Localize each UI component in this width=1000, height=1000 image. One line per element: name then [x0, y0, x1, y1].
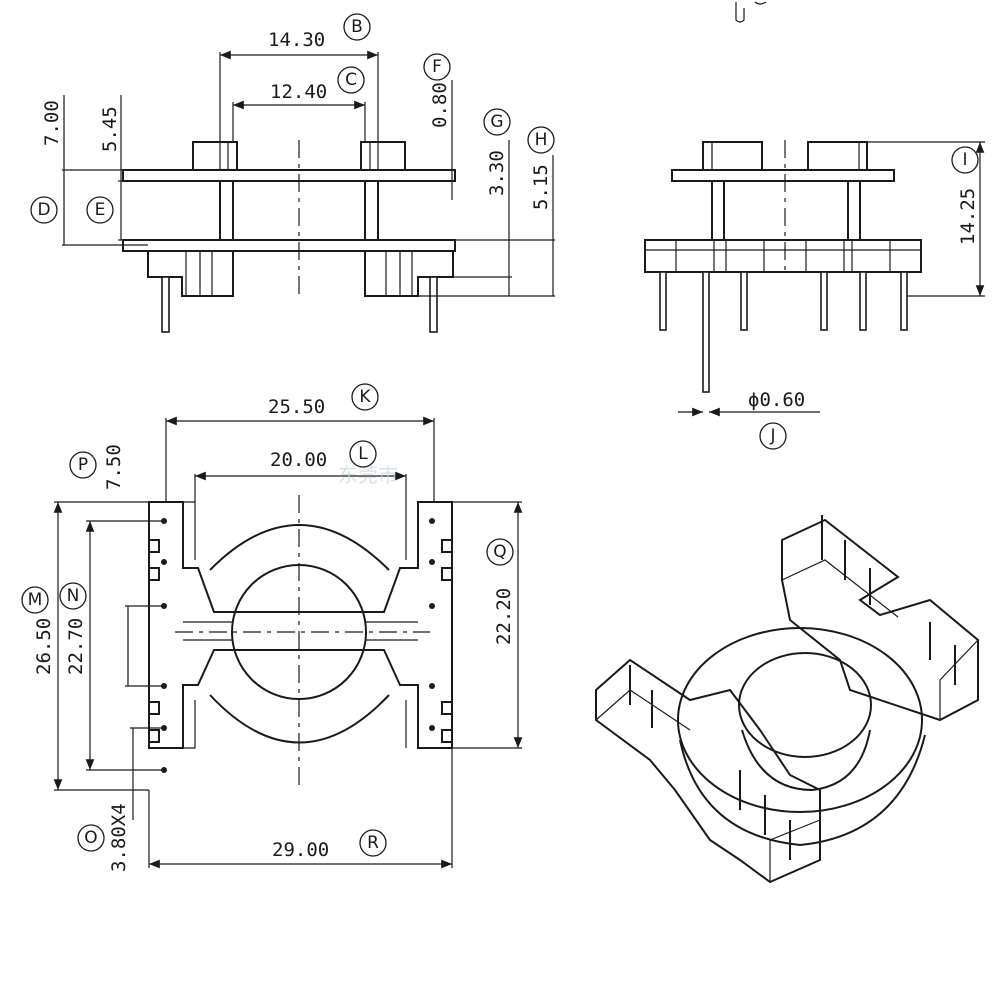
callout-o: O: [77, 824, 105, 852]
callout-c: C: [337, 66, 365, 94]
callout-m: M: [21, 586, 49, 614]
dim-k-value: 25.50: [268, 396, 325, 418]
callout-e: E: [86, 196, 114, 224]
callout-b-letter: B: [351, 17, 363, 37]
callout-d: D: [30, 196, 58, 224]
callout-i-letter: I: [962, 150, 967, 170]
callout-e-letter: E: [95, 200, 106, 220]
callout-j: J: [759, 422, 787, 450]
callout-n-letter: N: [67, 586, 80, 606]
callout-m-letter: M: [28, 590, 43, 610]
front-view: [62, 50, 555, 333]
callout-g: G: [483, 108, 511, 136]
dim-n-value: 22.70: [65, 618, 87, 675]
dim-h-value: 5.15: [530, 164, 552, 210]
callout-i: I: [951, 146, 979, 174]
dim-o-value: 3.80X4: [108, 803, 130, 872]
isometric-view: [595, 515, 979, 884]
callout-l: L: [349, 440, 377, 468]
dim-r-value: 29.00: [272, 839, 329, 861]
callout-k-letter: K: [359, 387, 371, 407]
callout-k: K: [351, 383, 379, 411]
callout-r-letter: R: [367, 833, 379, 853]
callout-c-letter: C: [345, 70, 357, 90]
top-view: [53, 416, 523, 869]
callout-h: H: [527, 126, 555, 154]
side-view: [644, 140, 985, 417]
dim-c-value: 12.40: [270, 81, 327, 103]
callout-j-letter: J: [769, 426, 775, 446]
dim-i-value: 14.25: [957, 188, 979, 245]
watermark-text: 东莞市: [338, 463, 398, 487]
dim-j-value: ϕ0.60: [748, 389, 805, 411]
callout-f-letter: F: [432, 57, 442, 77]
callout-r: R: [359, 829, 387, 857]
dim-a-value: 7.00: [41, 100, 63, 146]
callout-q: Q: [486, 538, 514, 566]
callout-p: P: [69, 451, 97, 479]
callout-h-letter: H: [535, 130, 548, 150]
callout-n: N: [59, 582, 87, 610]
callout-l-letter: L: [358, 444, 368, 464]
callout-f: F: [423, 53, 451, 81]
cropped-top-mark: [735, 1, 767, 23]
callout-b: B: [343, 13, 371, 41]
dim-q-value: 22.20: [493, 588, 515, 645]
dim-b-value: 14.30: [268, 29, 325, 51]
callout-g-letter: G: [490, 112, 503, 132]
callout-p-letter: P: [78, 455, 88, 475]
callout-d-letter: D: [37, 200, 50, 220]
dim-f-value: 0.80: [429, 82, 451, 128]
callout-q-letter: Q: [493, 542, 506, 562]
dim-l-value: 20.00: [270, 449, 327, 471]
dim-e-value: 5.45: [99, 106, 121, 152]
dim-g-value: 3.30: [486, 150, 508, 196]
callout-o-letter: O: [84, 828, 97, 848]
dim-p-value: 7.50: [103, 444, 125, 490]
dim-m-value: 26.50: [33, 618, 55, 675]
